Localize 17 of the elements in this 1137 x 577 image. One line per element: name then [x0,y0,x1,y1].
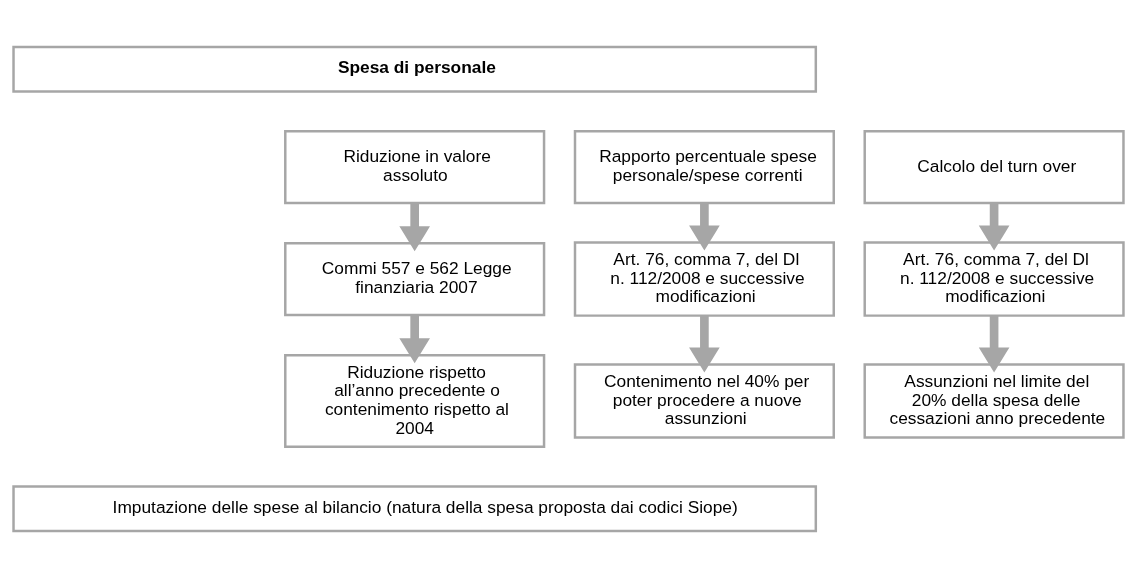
arrow [399,314,430,363]
node-box: Commi 557 e 562 Legge finanziaria 2007 [284,241,546,316]
node-box: Spesa di personale [12,45,818,93]
node-box: Art. 76, comma 7, del Dl n. 112/2008 e successive modificazioni [863,240,1125,317]
node-box: Art. 76, comma 7, del Dl n. 112/2008 e successive modificazioni [573,240,835,317]
node-box: Rapporto percentuale spese personale/spese correnti [573,129,835,204]
arrow [978,315,1010,372]
node-box: Imputazione delle spese al bilancio (natura della spesa proposta dai codici Siope) [12,484,818,532]
node-box: Assunzioni nel limite del 20% della spesa delle cessazioni anno precedente [863,362,1125,439]
node-box: Riduzione in valore assoluto [284,129,546,204]
node-box: Riduzione rispetto all’anno precedente o contenimento rispetto al 2004 [284,353,546,448]
node-box: Contenimento nel 40% per poter procedere a nuove assunzioni [573,362,835,439]
arrow [689,202,720,251]
arrow [978,202,1010,251]
arrow [399,202,430,251]
node-box: Calcolo del turn over [863,129,1125,204]
arrow [689,315,720,372]
